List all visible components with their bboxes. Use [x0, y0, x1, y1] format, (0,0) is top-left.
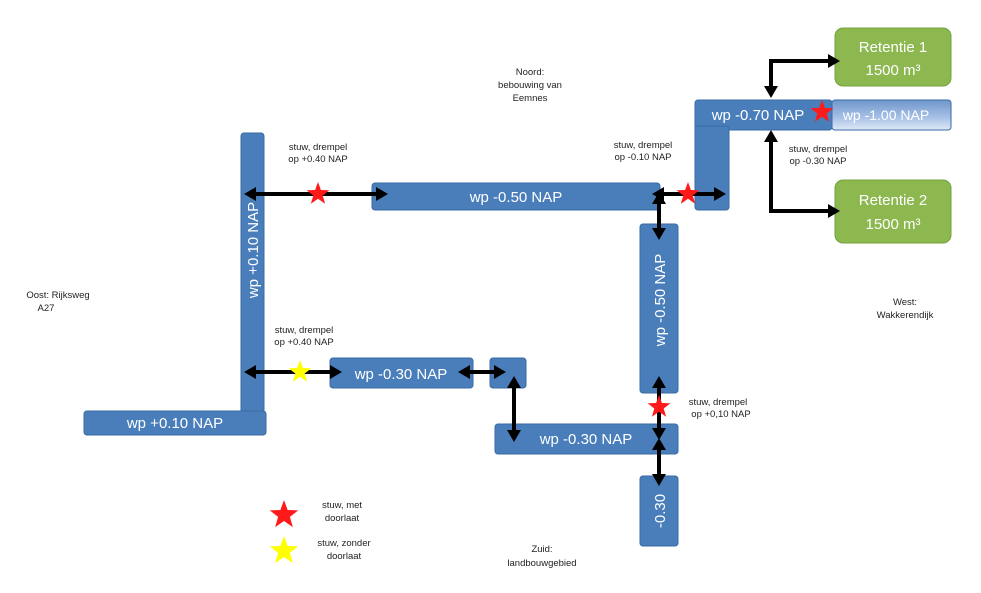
retention-2-title: Retentie 2: [859, 192, 927, 209]
compartment-bottom-middle: [494, 423, 679, 455]
annotation-weir-bottom-right-1: stuw, drempel: [689, 397, 748, 408]
arrowhead: [764, 86, 778, 98]
annotation-weir-bottom-right-2: op +0,10 NAP: [691, 409, 750, 420]
arrowhead: [652, 438, 666, 450]
south-label-1: Zuid:: [531, 544, 552, 555]
label-top-left-horizontal: wp -0.50 NAP: [469, 189, 563, 206]
arrowhead: [652, 474, 666, 486]
east-label-1: Oost: Rijksweg: [26, 290, 89, 301]
compartment-top-right-stub: [694, 125, 730, 211]
arrowhead: [458, 365, 470, 379]
weir-red-star-top-mid: [676, 182, 700, 204]
label-top-right-a: wp -0.70 NAP: [711, 107, 805, 124]
annotation-weir-top-right-1: stuw, drempel: [789, 144, 848, 155]
compartment-labels: wp -0.50 NAP wp +0.10 NAP wp +0.10 NAP w…: [126, 39, 929, 528]
compartments: [83, 27, 952, 547]
weir-red-star-bottom-right: [647, 395, 671, 417]
north-label-2: bebouwing van: [498, 80, 562, 91]
legend-red-label-1: stuw, met: [322, 500, 362, 511]
north-label-3: Eemnes: [513, 93, 548, 104]
east-label-2: A27: [38, 303, 55, 314]
label-top-right-b: wp -1.00 NAP: [842, 107, 929, 123]
compartment-left-bottom: [83, 410, 267, 436]
legend-red-star-icon: [269, 500, 299, 528]
arrowhead: [828, 204, 840, 218]
arrowhead: [507, 376, 521, 388]
label-right-vertical: wp -0.50 NAP: [652, 254, 669, 348]
connector-retention-2: [769, 138, 832, 213]
annotation-weir-top-mid-1: stuw, drempel: [614, 140, 673, 151]
arrowhead: [652, 376, 666, 388]
arrowhead: [652, 192, 666, 204]
annotation-weir-top-mid-2: op -0.10 NAP: [614, 152, 671, 163]
connector-retention-1: [769, 59, 832, 92]
label-left-bottom: wp +0.10 NAP: [126, 415, 223, 432]
arrowhead: [764, 130, 778, 142]
legend-yellow-star-icon: [269, 536, 299, 564]
arrowhead: [507, 430, 521, 442]
retention-1-title: Retentie 1: [859, 39, 927, 56]
arrowhead: [652, 228, 666, 240]
arrowhead: [244, 365, 256, 379]
weirs: [288, 100, 834, 417]
arrowhead: [714, 187, 726, 201]
retention-1-volume: 1500 m³: [865, 62, 920, 79]
west-label-2: Wakkerendijk: [877, 310, 934, 321]
west-label-1: West:: [893, 297, 917, 308]
south-label-2: landbouwgebied: [507, 558, 576, 569]
annotations: stuw, drempel op +0.40 NAP stuw, drempel…: [26, 67, 933, 569]
north-label-1: Noord:: [516, 67, 545, 78]
weir-yellow-star-mid-left: [288, 360, 312, 382]
annotation-weir-mid-left-1: stuw, drempel: [275, 325, 334, 336]
label-middle-left: wp -0.30 NAP: [354, 366, 448, 383]
annotation-weir-top-left-1: stuw, drempel: [289, 142, 348, 153]
arrowhead: [244, 187, 256, 201]
arrowhead: [494, 365, 506, 379]
arrowhead: [652, 428, 666, 440]
label-bottom-right: -0.30: [652, 494, 669, 528]
legend: stuw, met doorlaat stuw, zonder doorlaat: [269, 500, 371, 564]
weir-red-star-top-right: [810, 100, 834, 122]
annotation-weir-mid-left-2: op +0.40 NAP: [274, 337, 333, 348]
arrowhead: [376, 187, 388, 201]
retention-1-box: [834, 27, 952, 87]
retention-2-box: [834, 179, 952, 244]
label-left-vertical: wp +0.10 NAP: [245, 202, 262, 299]
weir-red-star-top-left: [306, 182, 330, 204]
label-bottom-middle: wp -0.30 NAP: [539, 431, 633, 448]
arrowhead: [828, 54, 840, 68]
retention-2-volume: 1500 m³: [865, 216, 920, 233]
annotation-weir-top-left-2: op +0.40 NAP: [288, 154, 347, 165]
compartment-top-right-b: [831, 99, 952, 131]
legend-yellow-label-1: stuw, zonder: [317, 538, 370, 549]
legend-yellow-label-2: doorlaat: [327, 551, 362, 562]
legend-red-label-2: doorlaat: [325, 513, 360, 524]
annotation-weir-top-right-2: op -0.30 NAP: [789, 156, 846, 167]
arrowhead: [330, 365, 342, 379]
